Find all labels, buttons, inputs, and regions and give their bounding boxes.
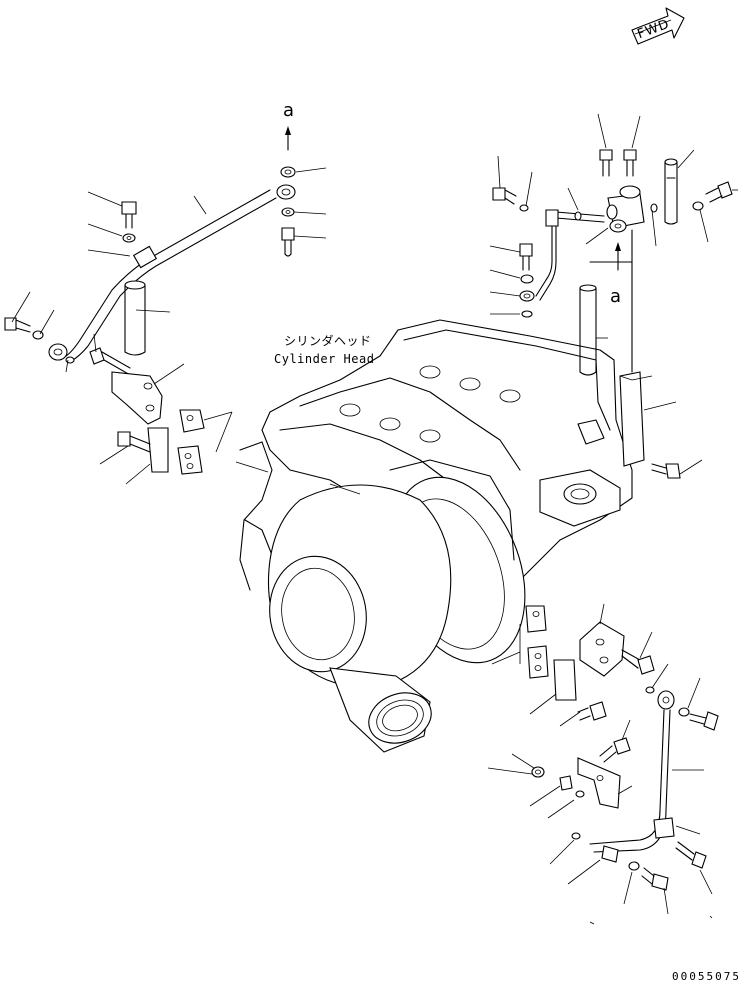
turbo-bracket-right — [579, 621, 655, 694]
cylinder-head — [239, 319, 633, 601]
bolt-lower-mid — [577, 701, 631, 763]
gasket-pair-left — [117, 409, 205, 475]
turbocharger — [267, 459, 526, 753]
gasket-pair-right — [525, 605, 577, 701]
spacer-tube-left — [124, 280, 146, 356]
oil-return-pipe — [589, 690, 719, 853]
document-number: 00055075 — [672, 970, 741, 983]
bolt-far-left — [4, 317, 44, 340]
caption-japanese: シリンダヘッド — [284, 334, 372, 348]
ref-letter-a-top: a — [283, 100, 295, 121]
bolt-top-left — [121, 201, 137, 243]
oil-supply-pipe-left — [48, 184, 296, 363]
flange-bracket-bottom — [531, 757, 707, 891]
forward-arrow-icon — [631, 7, 685, 45]
oil-fittings-top-right — [492, 149, 733, 479]
callout-leader-lines — [11, 113, 738, 925]
washer-left — [65, 356, 75, 364]
caption-english: Cylinder Head — [274, 352, 375, 366]
ref-letter-a-mid: a — [610, 286, 622, 307]
turbo-bracket-left — [111, 371, 163, 425]
